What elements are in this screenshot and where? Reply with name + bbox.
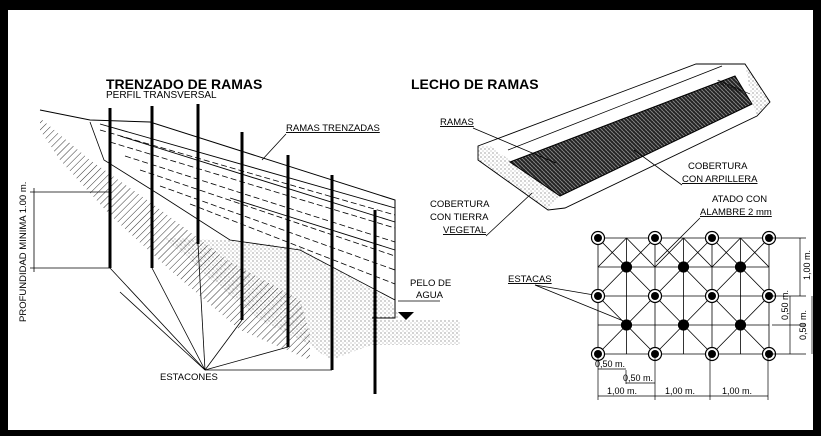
excavation-line	[89, 121, 396, 301]
dim-bottom-half-1: 0,50 m.	[595, 359, 625, 369]
braided-leader	[261, 133, 287, 161]
soil-label-2: CON TIERRA	[430, 212, 489, 223]
stakes	[108, 104, 377, 394]
grid-stake	[621, 261, 632, 273]
water-level-symbol	[398, 312, 414, 320]
grid-stakes-leader-1	[534, 284, 601, 297]
grid-stake	[735, 261, 746, 273]
dim-right-total: 1,00 m.	[812, 310, 821, 340]
dim-right-inner-2: 0,50 m.	[798, 310, 808, 340]
burlap-label-1: COBERTURA	[688, 161, 748, 172]
soil-label-1: COBERTURA	[430, 199, 490, 210]
grid-stake	[735, 319, 746, 331]
bottom-dimensions	[597, 356, 769, 400]
fill-soil-dots	[300, 248, 460, 360]
right-dimensions	[772, 237, 813, 355]
grid-stake	[590, 346, 606, 362]
grid-stake	[590, 288, 606, 304]
stakes-label: ESTACONES	[160, 372, 218, 383]
bank-top-edge	[507, 65, 723, 151]
grid-stake	[761, 230, 777, 246]
left-title: TRENZADO DE RAMAS	[106, 76, 262, 92]
wire-label-2: ALAMBRE 2 mm	[700, 207, 772, 218]
grid-stakes-leader-2	[534, 284, 627, 323]
grid-stake	[761, 288, 777, 304]
dim-right-outer: 1,00 m.	[802, 250, 812, 280]
soil-leader	[485, 192, 533, 237]
burlap-leader	[633, 149, 683, 186]
left-subtitle: PERFIL TRANSVERSAL	[106, 90, 217, 101]
braided-layers-solid	[99, 123, 396, 251]
wire-label-1: ATADO CON	[712, 194, 767, 205]
dim-bottom-half-2: 0,50 m.	[623, 373, 653, 383]
braided-branches-label: RAMAS TRENZADAS	[286, 123, 380, 134]
water-label-2: AGUA	[416, 290, 444, 301]
burlap-label-2: CON ARPILLERA	[682, 174, 758, 185]
grid-stake	[621, 319, 632, 331]
grid-stake	[678, 261, 689, 273]
grid-stake	[647, 288, 663, 304]
branch-bed: LECHO DE RAMAS 2,00 metros RAMAS COBERTU…	[411, 63, 771, 237]
grid-stakes	[590, 230, 777, 362]
wire-leader	[655, 217, 701, 263]
grid-stake	[704, 288, 720, 304]
water-label-1: PELO DE	[410, 278, 451, 289]
grid-stake	[590, 230, 606, 246]
depth-dimension	[30, 188, 110, 272]
branches-leader	[472, 127, 557, 164]
right-title: LECHO DE RAMAS	[411, 76, 539, 92]
dim-bottom-1: 1,00 m.	[607, 386, 637, 396]
grid-stake	[678, 319, 689, 331]
grid-stake	[647, 230, 663, 246]
braided-branches-profile: TRENZADO DE RAMAS PERFIL TRANSVERSAL	[18, 76, 460, 394]
woven-branch-mat	[508, 75, 753, 197]
grid-stake	[704, 346, 720, 362]
dim-bottom-3: 1,00 m.	[722, 386, 752, 396]
slope-surface-line	[39, 109, 396, 319]
soil-label-3: VEGETAL	[443, 225, 486, 236]
dim-right-inner-1: 0,50 m.	[780, 290, 790, 320]
stake-grid-plan: ATADO CON ALAMBRE 2 mm ESTACAS 1,00 m. 0…	[508, 194, 821, 400]
stakes-leaders	[109, 243, 332, 371]
grid-stakes-label: ESTACAS	[508, 274, 552, 285]
width-dim-line	[717, 79, 751, 95]
grid-stake	[704, 230, 720, 246]
soil-cover-dots-2	[745, 64, 770, 116]
fill-soil-dots-2	[165, 238, 310, 345]
branches-label: RAMAS	[440, 117, 474, 128]
dim-bottom-2: 1,00 m.	[665, 386, 695, 396]
soil-cover-dots	[478, 146, 560, 210]
depth-label: PROFUNDIDAD MINIMA 1.00 m.	[18, 182, 29, 322]
